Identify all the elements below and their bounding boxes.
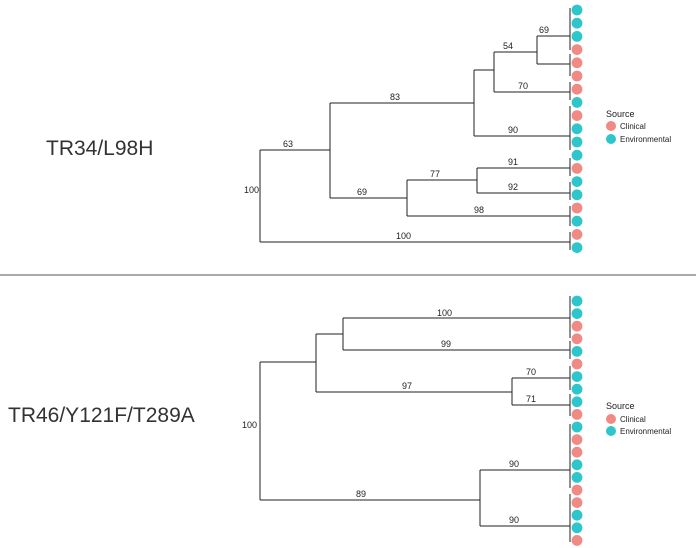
legend-environmental-label: Environmental (620, 135, 671, 144)
tip-clinical (571, 83, 583, 95)
support-values-1: 69 54 70 83 90 63 91 77 92 69 98 100 100 (244, 25, 549, 241)
tip-clinical (571, 44, 583, 55)
tip-environmental (571, 176, 583, 188)
support-value: 98 (474, 205, 484, 215)
legend-clinical-swatch (606, 121, 616, 131)
tip-environmental (571, 308, 583, 319)
support-value: 91 (508, 157, 518, 167)
panel-2-title: TR46/Y121F/T289A (8, 404, 195, 427)
support-value: 92 (508, 182, 518, 192)
support-value: 90 (508, 125, 518, 135)
support-value: 97 (402, 381, 412, 391)
tree-1 (259, 8, 571, 250)
support-value: 100 (242, 420, 257, 430)
tip-clinical (571, 70, 583, 82)
legend-clinical-label: Clinical (620, 122, 646, 131)
tip-environmental (571, 189, 583, 201)
panel-1-title: TR34/L98H (46, 137, 153, 160)
support-value: 100 (437, 308, 452, 318)
tip-clinical (571, 57, 583, 69)
legend-clinical-label: Clinical (620, 415, 646, 424)
tip-markers-1 (571, 4, 583, 254)
tip-environmental (571, 97, 583, 108)
support-value: 100 (244, 185, 259, 195)
legend-environmental-label: Environmental (620, 427, 671, 436)
tip-clinical (571, 202, 583, 214)
legend-clinical-swatch (606, 414, 616, 424)
support-value: 99 (441, 339, 451, 349)
tip-clinical (571, 320, 583, 332)
tip-environmental (571, 17, 583, 29)
tip-clinical (571, 110, 583, 121)
tip-environmental (571, 346, 583, 357)
tip-environmental (571, 4, 583, 16)
tip-clinical (571, 409, 583, 420)
tip-markers-2 (571, 295, 583, 546)
tip-environmental (571, 123, 583, 135)
support-value: 83 (390, 92, 400, 102)
tip-environmental (571, 459, 583, 471)
support-value: 71 (526, 394, 536, 404)
tip-clinical (571, 434, 583, 445)
panel-tr46: TR46/Y121F/T289A (8, 295, 671, 546)
support-value: 100 (396, 231, 411, 241)
support-value: 69 (357, 187, 367, 197)
legend-title: Source (606, 401, 635, 411)
tip-clinical (571, 358, 583, 370)
support-value: 54 (503, 41, 513, 51)
tip-clinical (571, 497, 583, 508)
tip-clinical (571, 446, 583, 458)
tip-environmental (571, 421, 583, 433)
support-value: 63 (283, 139, 293, 149)
tip-environmental (571, 396, 583, 408)
support-value: 90 (509, 459, 519, 469)
support-value: 70 (518, 81, 528, 91)
tip-environmental (571, 371, 583, 382)
support-value: 77 (430, 169, 440, 179)
tip-environmental (571, 242, 583, 254)
tip-environmental (571, 383, 583, 395)
panel-tr34: TR34/L98H (46, 4, 671, 254)
tip-clinical (571, 535, 583, 546)
tip-environmental (571, 215, 583, 227)
support-value: 70 (526, 367, 536, 377)
tip-environmental (571, 522, 583, 534)
legend-2: Source Clinical Environmental (606, 401, 671, 436)
tip-environmental (571, 149, 583, 161)
support-value: 90 (509, 515, 519, 525)
support-value: 89 (356, 489, 366, 499)
support-value: 69 (539, 25, 549, 35)
tip-clinical (571, 163, 583, 174)
legend-environmental-swatch (606, 134, 616, 144)
legend-title: Source (606, 109, 635, 119)
tip-environmental (571, 31, 583, 42)
tip-clinical (571, 333, 583, 345)
tip-environmental (571, 295, 583, 307)
tip-clinical (571, 229, 583, 240)
tip-environmental (571, 136, 583, 148)
tip-environmental (571, 509, 583, 521)
tree-2 (259, 296, 571, 542)
legend-environmental-swatch (606, 426, 616, 436)
legend-1: Source Clinical Environmental (606, 109, 671, 144)
support-values-2: 100 99 70 97 71 100 90 89 90 (242, 308, 536, 525)
tip-clinical (571, 484, 583, 496)
tip-environmental (571, 472, 583, 483)
